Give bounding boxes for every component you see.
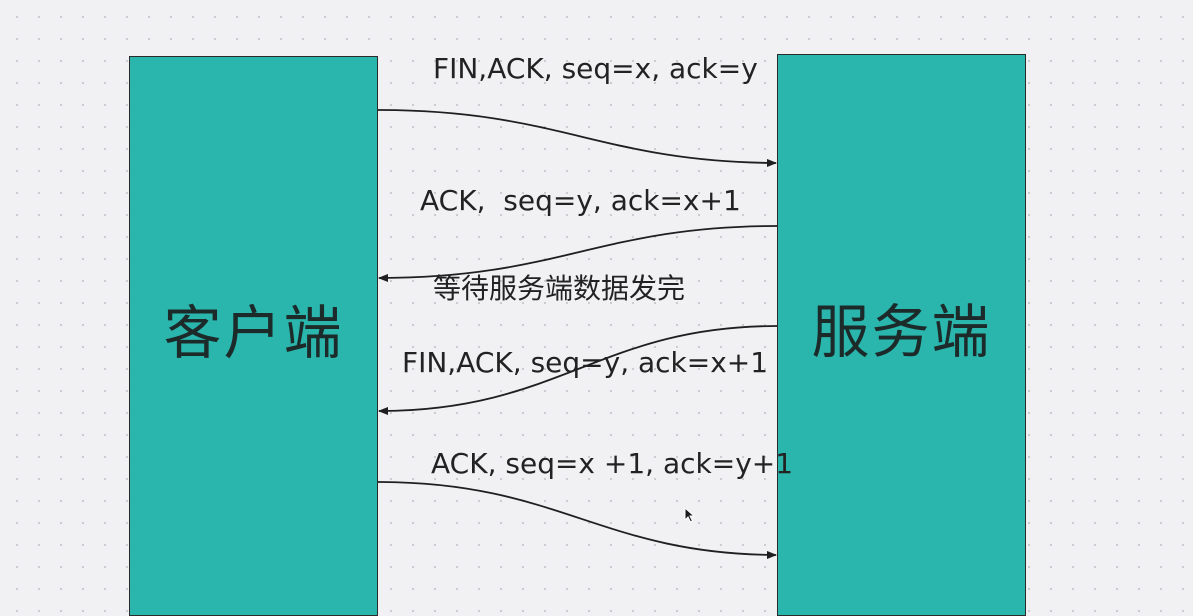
arrow-fin-ack-client-to-server <box>377 109 777 167</box>
mouse-pointer-icon <box>684 507 696 523</box>
message-label: ACK, seq=x +1, ack=y+1 <box>431 447 794 480</box>
client-box: 客户端 <box>129 56 378 616</box>
arrow-ack-server-to-client <box>378 225 778 282</box>
message-label: ACK, seq=y, ack=x+1 <box>420 184 741 217</box>
arrow-ack-client-to-server <box>377 481 777 559</box>
server-label: 服务端 <box>811 298 992 366</box>
wait-note: 等待服务端数据发完 <box>433 272 686 305</box>
arrow-fin-ack-server-to-client <box>378 325 778 415</box>
message-label: FIN,ACK, seq=x, ack=y <box>433 52 758 85</box>
client-label: 客户端 <box>163 299 344 367</box>
message-label: FIN,ACK, seq=y, ack=x+1 <box>402 346 769 379</box>
